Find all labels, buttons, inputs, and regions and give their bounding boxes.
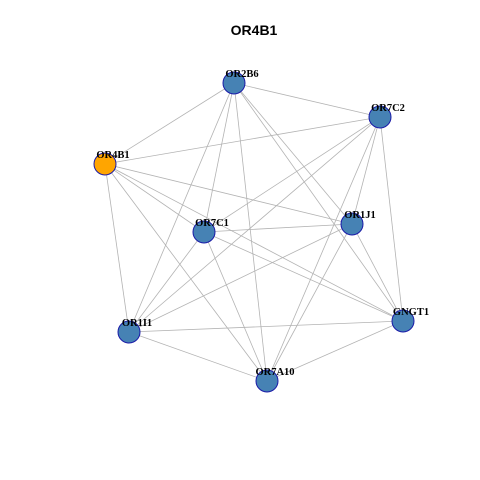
node-label-gngt1: GNGT1 — [393, 307, 429, 318]
node-label-or2b6: OR2B6 — [225, 69, 258, 80]
edges-layer — [104, 82, 404, 382]
node-label-or1j1: OR1J1 — [344, 210, 376, 221]
edge-or1j1-or7a10 — [266, 223, 353, 382]
edge-or2b6-or7c2 — [233, 82, 381, 118]
edge-or1j1-gngt1 — [351, 223, 404, 322]
edge-or4b1-or7a10 — [104, 163, 268, 382]
node-label-or4b1: OR4B1 — [96, 150, 129, 161]
node-label-or7c1: OR7C1 — [195, 218, 229, 229]
edge-or2b6-gngt1 — [233, 82, 404, 322]
edge-or4b1-or1i1 — [104, 163, 130, 333]
edge-or7c2-or7a10 — [266, 116, 381, 382]
edge-or2b6-or4b1 — [104, 82, 235, 165]
edge-or7c2-or4b1 — [104, 116, 381, 165]
edge-or2b6-or7c1 — [203, 82, 235, 233]
edge-or7c2-or1j1 — [351, 116, 381, 225]
node-gngt1 — [391, 309, 415, 333]
node-or2b6 — [222, 71, 246, 95]
edge-or1i1-or7a10 — [128, 331, 268, 382]
edge-or7c1-or1i1 — [128, 231, 205, 333]
edge-or1j1-or1i1 — [128, 223, 353, 333]
edge-gngt1-or7a10 — [266, 320, 404, 382]
edge-or7c1-or7a10 — [203, 231, 268, 382]
edge-or7c2-or1i1 — [128, 116, 381, 333]
node-or4b1 — [93, 152, 117, 176]
edge-or7c1-gngt1 — [203, 231, 404, 322]
edge-or4b1-or1j1 — [104, 163, 353, 225]
node-or1i1 — [117, 320, 141, 344]
node-or1j1 — [340, 212, 364, 236]
edge-or7c2-or7c1 — [203, 116, 381, 233]
edge-or7c1-or1j1 — [203, 223, 353, 233]
edge-or1i1-gngt1 — [128, 320, 404, 333]
edge-or2b6-or1i1 — [128, 82, 235, 333]
edge-or4b1-or7c1 — [104, 163, 205, 233]
nodes-layer — [93, 71, 415, 393]
edge-or4b1-gngt1 — [104, 163, 404, 322]
edge-or7c2-gngt1 — [379, 116, 404, 322]
node-label-or7c2: OR7C2 — [371, 103, 405, 114]
graph-title: OR4B1 — [231, 22, 278, 38]
node-label-or1i1: OR1I1 — [122, 318, 152, 329]
edge-or2b6-or1j1 — [233, 82, 353, 225]
node-label-or7a10: OR7A10 — [255, 367, 294, 378]
node-or7c2 — [368, 105, 392, 129]
node-or7c1 — [192, 220, 216, 244]
edge-or2b6-or7a10 — [233, 82, 268, 382]
node-or7a10 — [255, 369, 279, 393]
